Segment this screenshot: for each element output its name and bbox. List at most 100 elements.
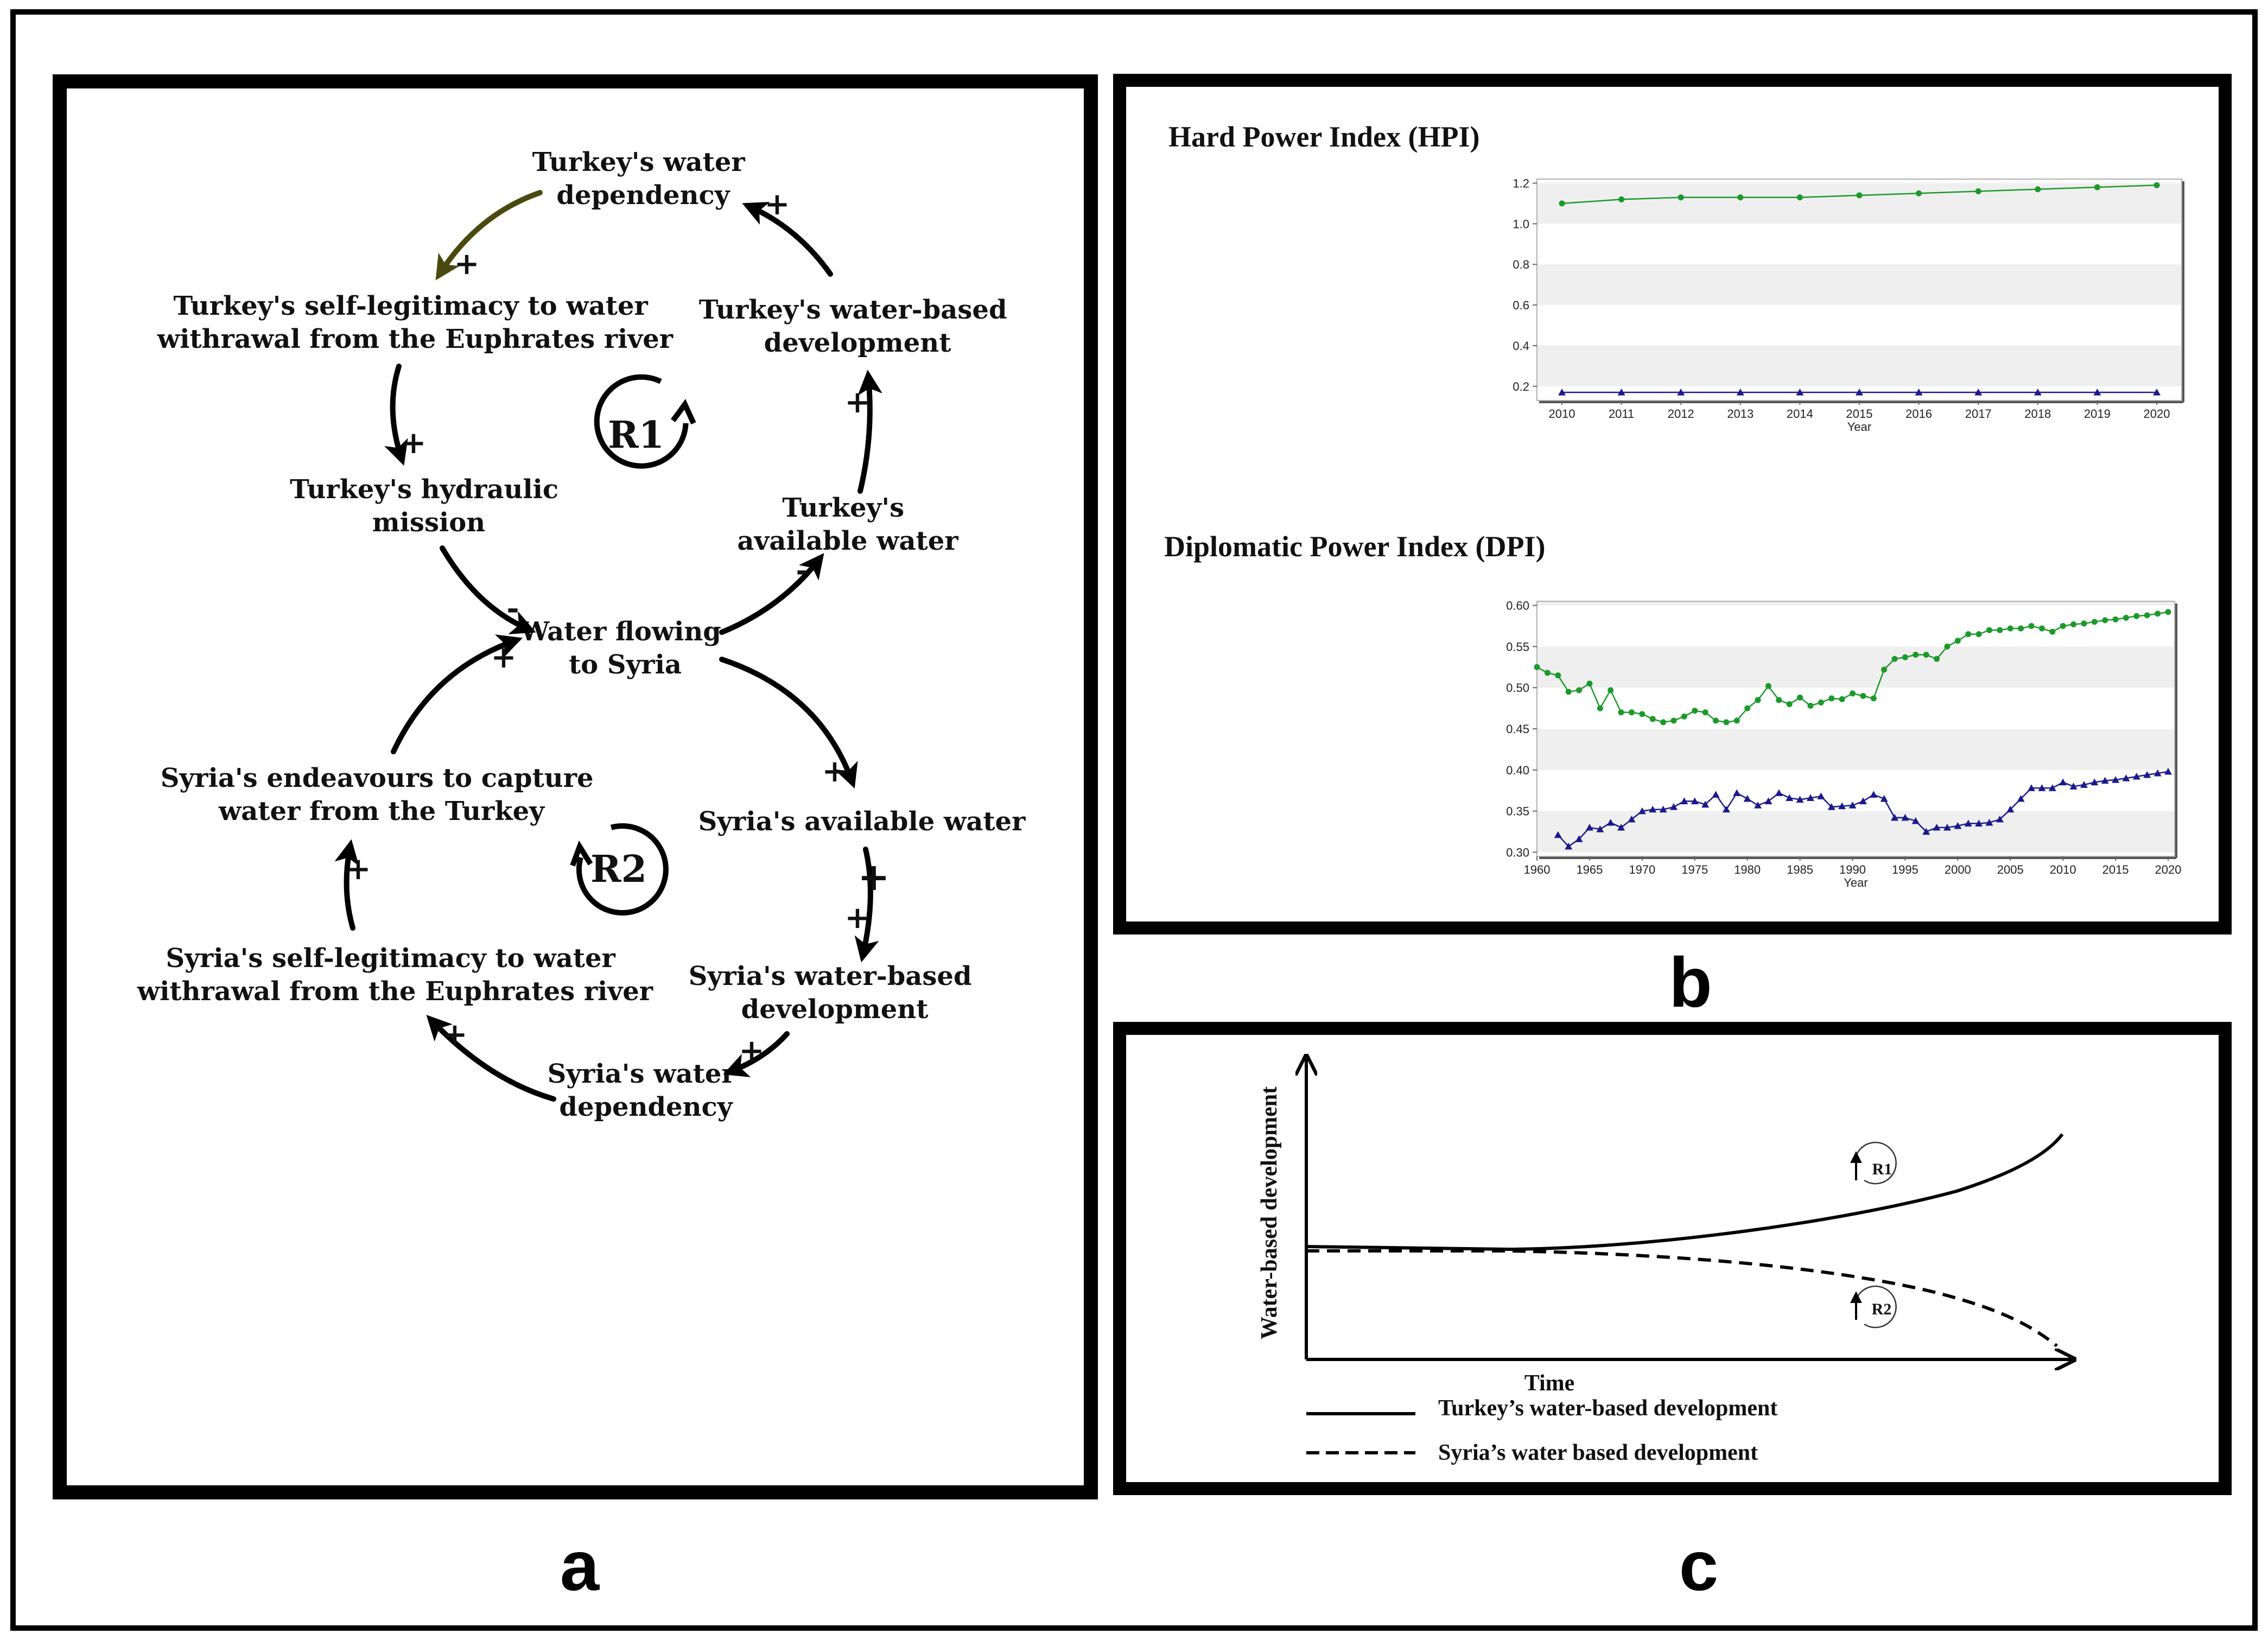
dpi-title: Diplomatic Power Index (DPI): [1164, 530, 1545, 563]
dpi-chart-xtick-label: 1965: [1576, 863, 1603, 876]
dpi-chart-series-0-point: [2155, 611, 2161, 617]
dpi-chart-series-1-point: [1975, 819, 1983, 827]
reference-r2-label: R2: [1872, 1300, 1892, 1318]
dpi-chart-xtick-label: 1985: [1787, 863, 1813, 876]
dpi-chart-xtick-label: 2000: [1945, 863, 1971, 876]
arrow-dependency-to-legitimacy-syria: [426, 1015, 556, 1102]
dpi-chart-series-0-point: [1628, 709, 1635, 716]
dpi-chart-series-1-point: [1554, 831, 1562, 838]
dpi-chart-series-1-point: [1733, 789, 1741, 796]
loop-r1-circle: [594, 374, 689, 469]
dpi-chart-ytick-label: 0.50: [1506, 681, 1529, 695]
dpi-chart-series-0-point: [1891, 656, 1898, 662]
hpi-chart-xtick-label: 2014: [1787, 407, 1813, 421]
reference-r1-label: R1: [1872, 1160, 1892, 1178]
hpi-chart-series-1-point: [1974, 389, 1983, 396]
reference-mode-xlabel: Time: [1524, 1371, 1575, 1396]
dpi-chart-series-0-point: [1723, 719, 1730, 726]
dpi-chart-xtick-label: 1995: [1892, 863, 1918, 876]
loop-r1: R1: [594, 374, 696, 469]
arrow-endeavours-to-flowing: [391, 634, 523, 754]
hpi-chart-xtick-label: 2012: [1668, 407, 1694, 421]
dpi-chart-band: [1537, 811, 2175, 853]
outer-frame: [10, 9, 2258, 1631]
hpi-chart-ytick-label: 0.8: [1513, 258, 1529, 271]
dpi-chart-series-0-point: [1860, 692, 1866, 699]
dpi-chart-series-1-point: [2101, 777, 2109, 784]
dpi-chart-xtick-label: 1980: [1734, 863, 1761, 876]
reference-r2-loop: [1855, 1285, 1897, 1328]
hpi-chart-series-0-point: [1975, 188, 1981, 194]
arrow-legitimacy-to-endeavours: [334, 839, 359, 931]
dpi-chart-series-0-point: [2123, 614, 2129, 621]
dpi-chart-series-1-point: [1964, 819, 1972, 827]
node-turkey-water-based-development: Turkey's water-based development: [699, 295, 1016, 358]
hpi-chart-series-1-point: [1617, 389, 1625, 396]
hpi-chart-series-1-point: [1856, 389, 1863, 396]
dpi-chart-series-0-point: [1670, 717, 1677, 724]
hpi-chart-xlabel: Year: [1847, 420, 1871, 434]
dpi-chart-series-1-point: [2122, 774, 2130, 781]
dpi-chart-series-0-point: [1828, 695, 1835, 702]
dpi-chart-series-1-point: [1649, 805, 1657, 813]
dpi-chart-series-0-point: [1713, 717, 1719, 724]
polarity-plus-11: +: [442, 1016, 468, 1052]
dpi-chart-series-0-point: [1639, 711, 1646, 717]
dpi-chart-series-1-point: [1722, 805, 1730, 813]
hpi-chart-xtick-label: 2017: [1965, 407, 1992, 421]
dpi-chart-series-1-point: [2080, 781, 2088, 788]
dpi-chart-series-0-point: [1649, 716, 1656, 722]
dpi-chart-xlabel: Year: [1844, 876, 1867, 889]
node-syria-available-water: Syria's available water: [698, 806, 1026, 837]
polarity-plus-8: +: [845, 900, 871, 936]
hpi-chart-series-0-point: [1856, 192, 1863, 199]
turkey-development-curve: [1306, 1133, 2064, 1251]
dpi-chart-series-0-point: [1881, 666, 1888, 673]
dpi-chart-series-1-point: [2091, 778, 2099, 786]
dpi-chart-series-0-point: [1839, 696, 1845, 702]
hpi-chart-series-0-point: [2153, 182, 2160, 188]
dpi-chart-xtick-label: 1990: [1839, 863, 1866, 876]
dpi-chart-series-0-point: [1954, 638, 1961, 644]
dpi-chart-series-0-point: [1565, 689, 1572, 695]
reference-mode-ylabel: Water-based development: [1257, 1086, 1282, 1339]
node-turkey-hydraulic-mission: Turkey's hydraulic mission: [290, 474, 568, 538]
hpi-chart-ytick-label: 1.2: [1513, 176, 1529, 190]
dpi-chart-series-0-point: [2018, 625, 2024, 632]
dpi-chart-xtick-label: 1960: [1524, 863, 1551, 876]
dpi-chart-band: [1537, 646, 2175, 688]
dpi-chart-series-1-point: [1827, 803, 1835, 810]
dpi-chart-series-1-point: [1901, 813, 1909, 821]
panel-letter-a: a: [560, 1526, 600, 1605]
dpi-chart-series-0-point: [1797, 694, 1803, 701]
hpi-chart-ytick-label: 0.6: [1513, 298, 1529, 312]
dpi-chart-series-1-point: [2048, 784, 2056, 791]
reference-r1-loop: [1855, 1141, 1897, 1185]
dpi-chart-series-1-point: [1933, 823, 1941, 831]
dpi-chart-xtick-label: 2005: [1997, 863, 2024, 876]
panel-c: Water-based development Time R1 R2 Turke…: [1113, 1022, 2232, 1605]
legend-label-turkey: Turkey’s water-based development: [1438, 1396, 1777, 1421]
panel-b: Hard Power Index (HPI) Diplomatic Power …: [1113, 74, 2232, 1022]
loop-r2-arrowhead: [570, 840, 593, 867]
dpi-chart-series-0-point: [2070, 621, 2077, 627]
dpi-chart-series-1-point: [1617, 823, 1625, 831]
dpi-chart-series-1-point: [1817, 792, 1825, 799]
dpi-chart-series-0-point: [1923, 652, 1929, 658]
hpi-chart-series-0-point: [1916, 190, 1922, 196]
dpi-chart-ytick-label: 0.40: [1506, 764, 1529, 777]
dpi-chart-ytick-label: 0.35: [1506, 805, 1529, 818]
panel-c-frame: [1113, 1022, 2232, 1495]
dpi-chart-series-1-point: [1754, 802, 1762, 809]
arrow-development-to-dependency-syria: [723, 1031, 790, 1077]
arrow-dependency-to-legitimacy: [435, 190, 543, 281]
dpi-chart-series-1-point: [1880, 794, 1888, 802]
hpi-chart-series-1-point: [1558, 389, 1566, 396]
node-turkey-water-dependency: Turkey's water dependency: [532, 147, 754, 211]
panel-letter-c: c: [1679, 1526, 1718, 1605]
dpi-chart-series-1-point: [2132, 772, 2140, 780]
dpi-chart-series-1-point: [1985, 818, 1993, 826]
hpi-chart-series-1-point: [1736, 389, 1744, 396]
polarity-plus-10: +: [739, 1033, 765, 1069]
